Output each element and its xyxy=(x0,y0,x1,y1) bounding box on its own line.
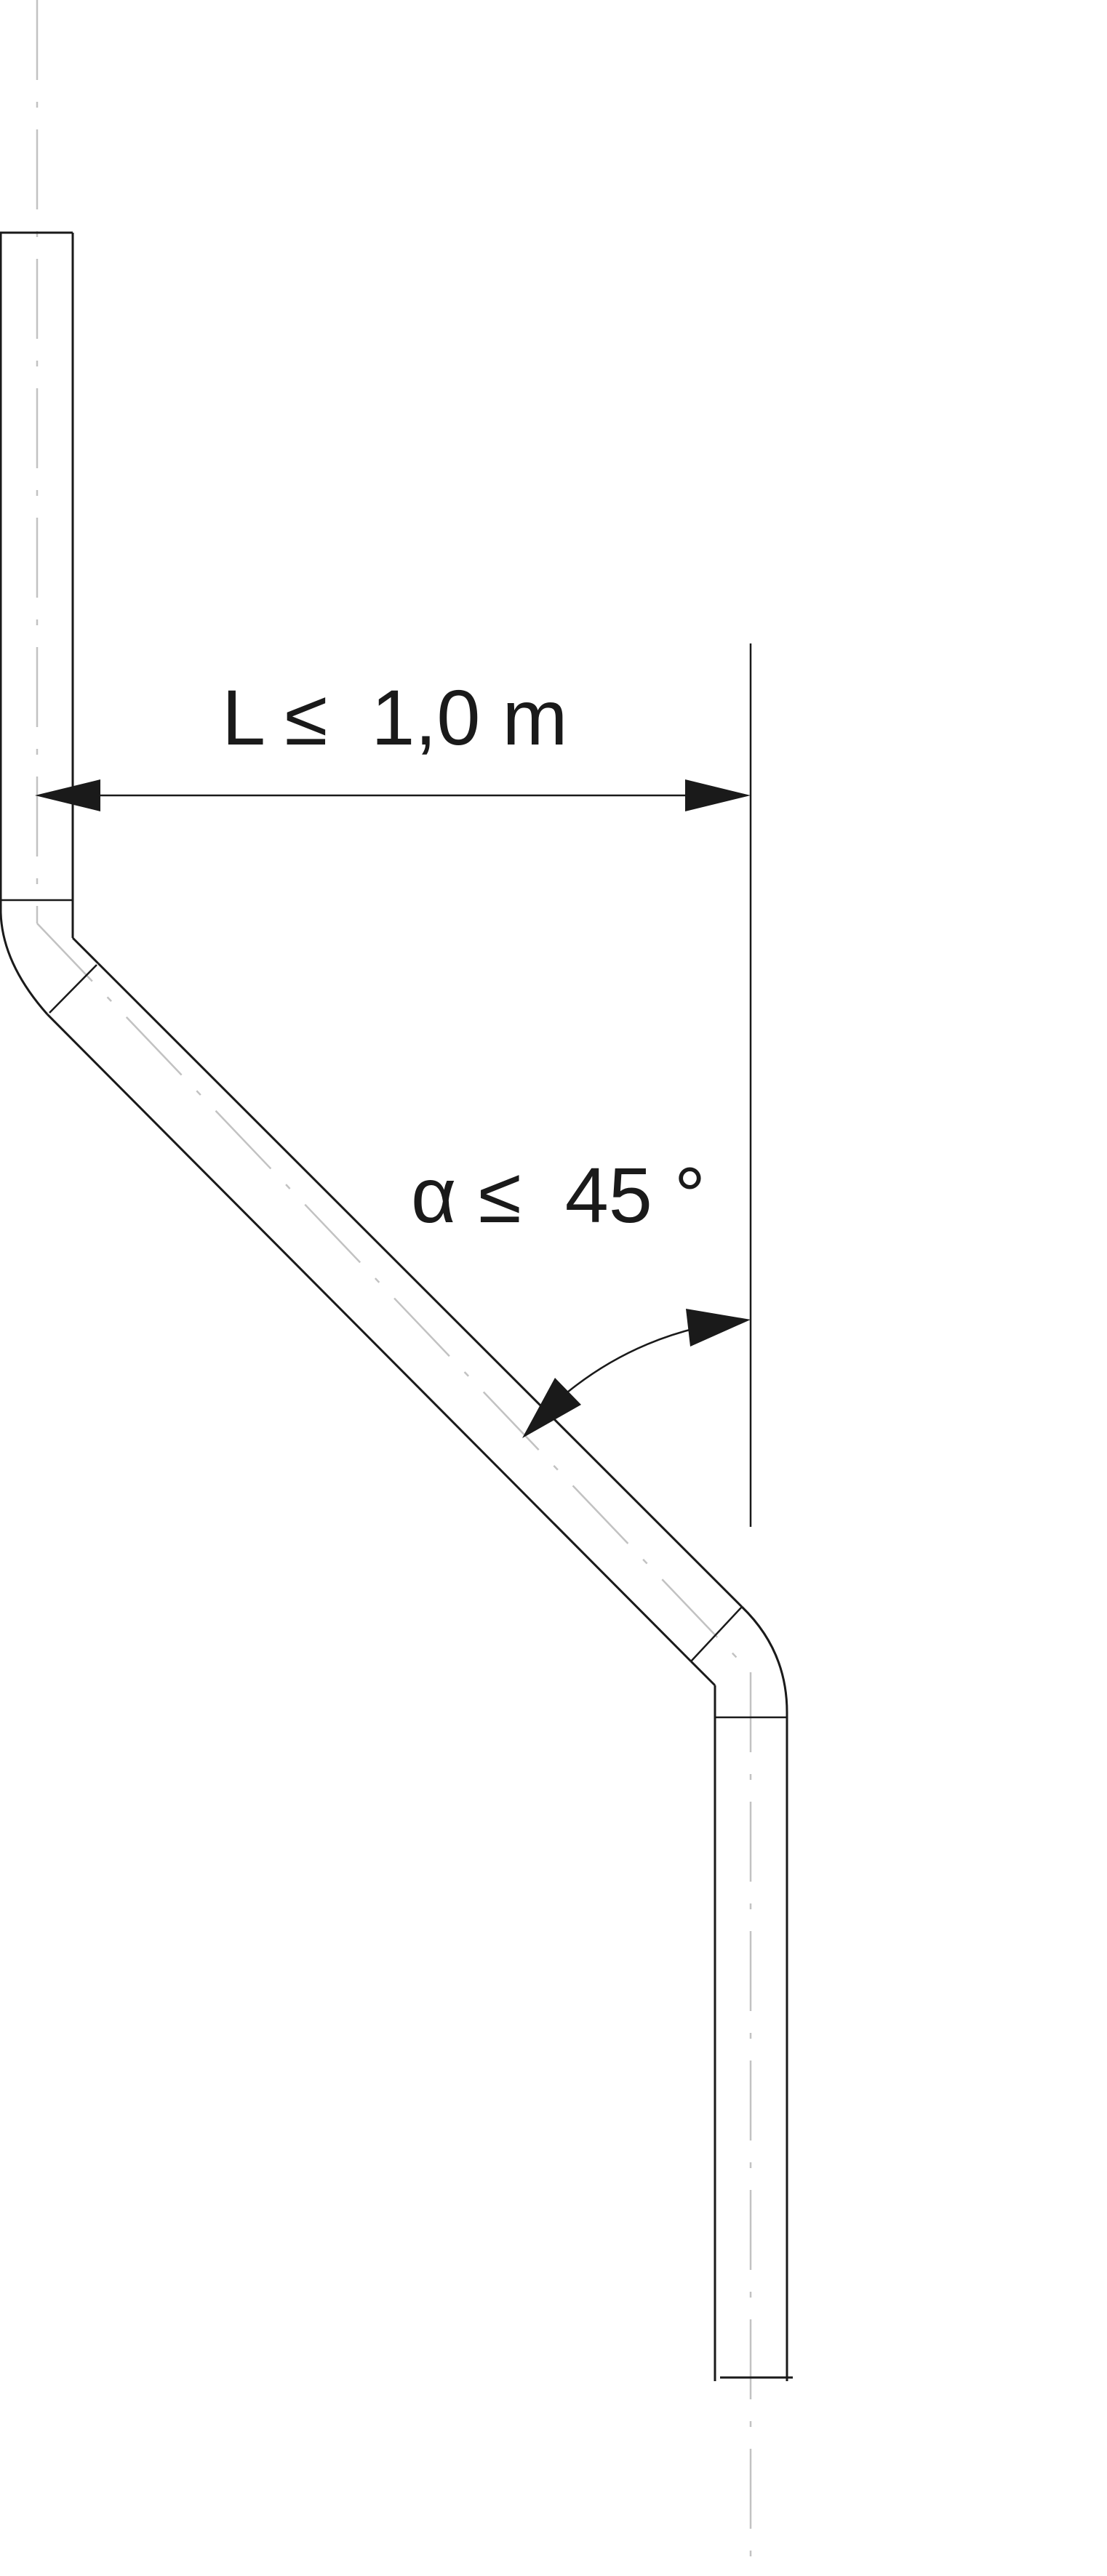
diagonal-pipe xyxy=(46,962,743,1663)
length-label: L ≤ 1,0 m xyxy=(222,673,567,761)
upper-elbow xyxy=(0,912,100,1015)
length-dimension xyxy=(35,779,751,811)
left-arrowhead xyxy=(35,779,100,811)
angle-dimension xyxy=(522,1309,751,1438)
angle-arc xyxy=(567,1326,699,1393)
angle-label: α ≤ 45 ° xyxy=(411,1151,706,1239)
diagonal-pipe-centerline xyxy=(36,923,751,1673)
angle-arrowhead-diagonal xyxy=(522,1378,581,1438)
lower-pipe xyxy=(714,1685,793,2381)
angle-arrowhead-vertical xyxy=(686,1309,751,1347)
lower-elbow xyxy=(690,1605,788,1713)
right-arrowhead xyxy=(685,779,751,811)
upper-pipe xyxy=(0,231,74,938)
